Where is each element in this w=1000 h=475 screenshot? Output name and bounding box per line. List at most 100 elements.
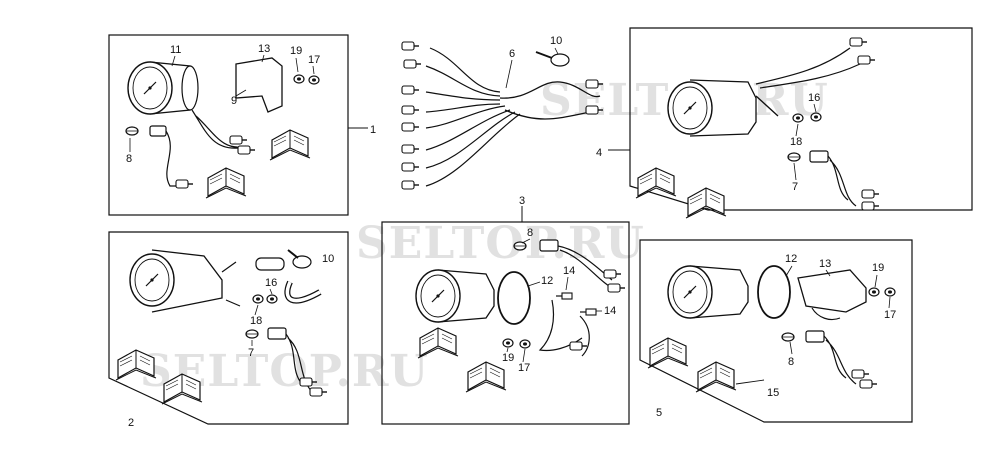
bracket-13 (235, 57, 283, 113)
washer-18 (792, 113, 804, 123)
callout-14b: 14 (604, 305, 616, 317)
manual-1b (269, 129, 311, 161)
connector-6a (401, 41, 420, 51)
callout-14a: 14 (563, 265, 575, 277)
bulb-8c (781, 332, 795, 342)
connector-6e (401, 122, 420, 132)
connector-6f (401, 144, 420, 154)
connector-1c (175, 179, 194, 189)
gauge-11 (127, 61, 199, 115)
callout-10b: 10 (322, 253, 334, 265)
assembly-5-panel (639, 239, 913, 423)
connector-6g (401, 162, 420, 172)
assembly-2-panel (108, 231, 349, 425)
assembly-4-panel (608, 27, 973, 219)
nut-19b (502, 338, 514, 348)
manual-4b (685, 187, 727, 219)
assembly-5-frame (639, 239, 913, 423)
clip-10-top (535, 51, 570, 67)
connector-1a (229, 135, 248, 145)
tube-2 (255, 257, 285, 271)
ring-12b (757, 265, 791, 319)
callout-3: 3 (519, 195, 525, 207)
callout-8b: 8 (527, 227, 533, 239)
bulb-8b (513, 241, 527, 251)
callout-17a: 17 (308, 54, 320, 66)
clip-10-left (287, 249, 312, 269)
assembly-1-frame (108, 34, 349, 216)
nut-16b (266, 294, 278, 304)
manual-5a (647, 337, 689, 369)
bracket-13b (797, 269, 867, 313)
washer-17b (519, 339, 531, 349)
manual-3b (465, 361, 507, 393)
ring-12 (497, 271, 531, 325)
gauge-3 (415, 269, 495, 323)
assembly-2-frame (108, 231, 349, 425)
connector-1b (237, 145, 256, 155)
callout-19a: 19 (290, 45, 302, 57)
connector-3b (607, 283, 626, 293)
callout-1: 1 (370, 124, 376, 136)
nut-19 (293, 74, 305, 84)
callout-9: 9 (231, 95, 237, 107)
callout-18b: 18 (250, 315, 262, 327)
callout-15: 15 (767, 387, 779, 399)
washer-17c (884, 287, 896, 297)
connector-4a (849, 37, 868, 47)
callout-10a: 10 (550, 35, 562, 47)
bulb-14b (580, 308, 597, 316)
gauge-2 (129, 249, 223, 313)
connector-6d (401, 105, 420, 115)
callout-8c: 8 (788, 356, 794, 368)
callout-6: 6 (509, 48, 515, 60)
bulb-7 (787, 152, 801, 162)
watermark-2: SELTOP.RU (356, 218, 645, 269)
callout-17c: 17 (884, 309, 896, 321)
nut-19c (868, 287, 880, 297)
connector-3c (569, 341, 588, 351)
callout-2: 2 (128, 417, 134, 429)
connector-5b (859, 379, 878, 389)
callout-4: 4 (596, 147, 602, 159)
manual-3a (417, 327, 459, 359)
washer-17 (308, 75, 320, 85)
callout-16b: 16 (265, 277, 277, 289)
callout-7b: 7 (248, 347, 254, 359)
bulb-8 (125, 126, 139, 136)
callout-16a: 16 (808, 92, 820, 104)
assembly-1-panel (108, 34, 368, 216)
connector-6c (401, 85, 420, 95)
harness-6 (401, 41, 604, 190)
assembly-3-frame (381, 221, 630, 425)
manual-1a (205, 167, 247, 199)
bulb-14a (556, 292, 573, 300)
connector-3a (603, 269, 622, 279)
callout-19b: 19 (502, 352, 514, 364)
connector-4b (857, 55, 876, 65)
nut-16 (810, 112, 822, 122)
callout-5: 5 (656, 407, 662, 419)
leader-lines (129, 47, 891, 363)
assembly-3-panel (381, 206, 630, 425)
washer-18b (252, 294, 264, 304)
callout-7a: 7 (792, 181, 798, 193)
connector-4d (861, 201, 880, 211)
callout-19c: 19 (872, 262, 884, 274)
connector-6b (403, 59, 422, 69)
connector-5a (851, 369, 870, 379)
gauge-5 (667, 265, 749, 319)
callout-12a: 12 (541, 275, 553, 287)
connector-6h (401, 180, 420, 190)
callout-18a: 18 (790, 136, 802, 148)
callout-13a: 13 (258, 43, 270, 55)
gauge-4 (667, 79, 757, 137)
assembly-4-frame (629, 27, 973, 211)
callout-17b: 17 (518, 362, 530, 374)
callout-8a: 8 (126, 153, 132, 165)
connector-4c (861, 189, 880, 199)
callout-13b: 13 (819, 258, 831, 270)
callout-12b: 12 (785, 253, 797, 265)
